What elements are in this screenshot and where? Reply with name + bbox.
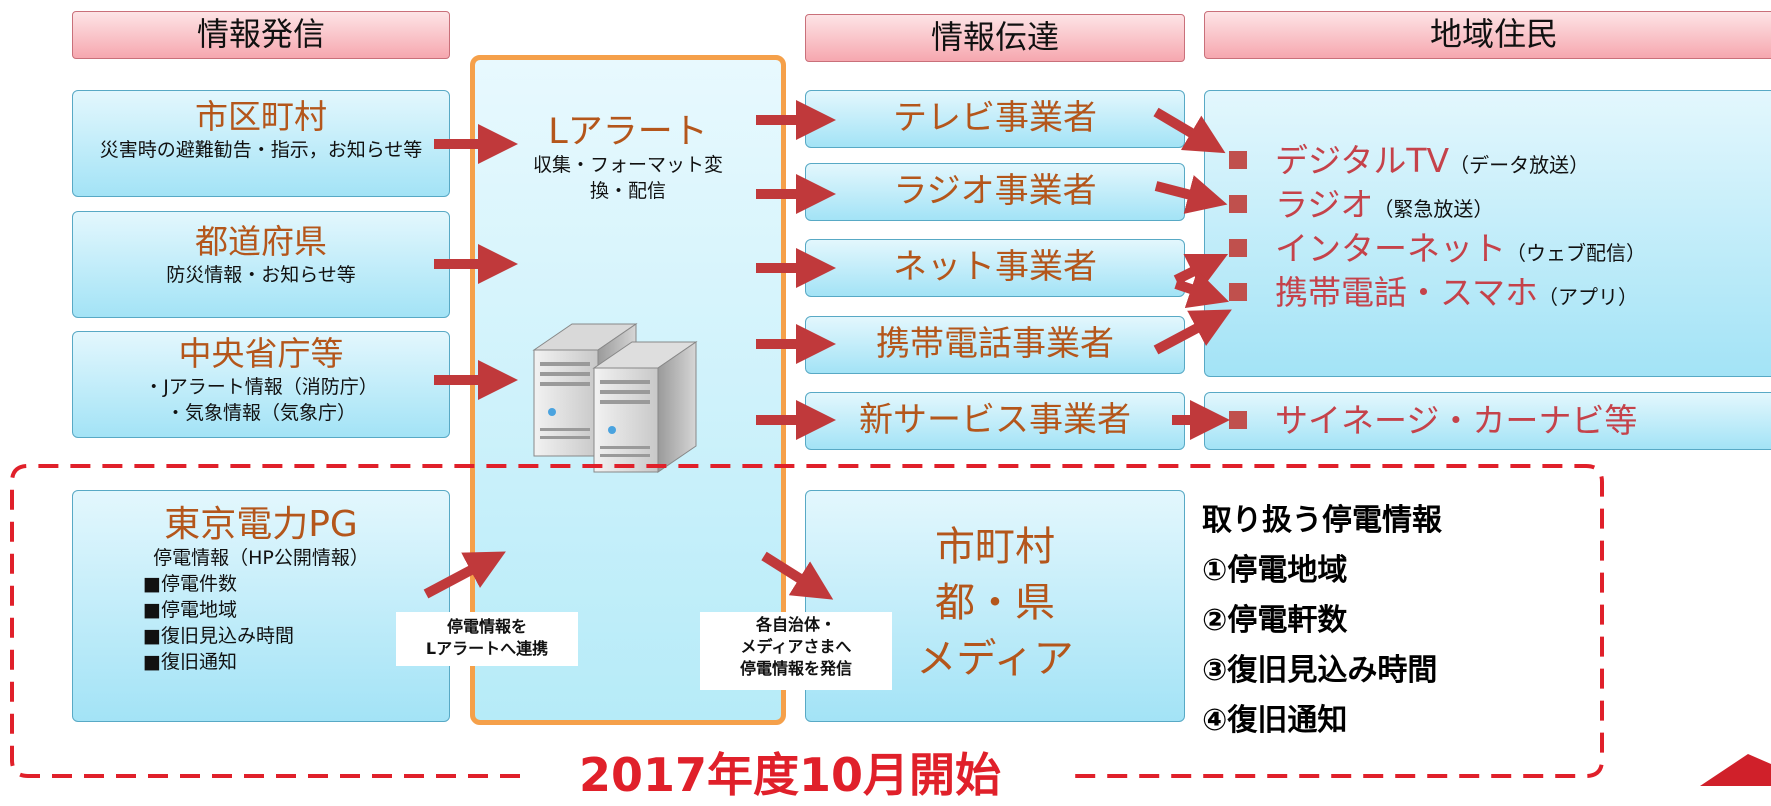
- tepco-item: ■停電地域: [143, 599, 237, 621]
- arrow-radio-to-residents: [1154, 175, 1228, 214]
- resident-item-radio: ラジオ（緊急放送）: [1229, 185, 1771, 229]
- transmitter-net-box: ネット事業者: [805, 239, 1185, 297]
- tepco-subtitle: 停電情報（HP公開情報）: [153, 547, 369, 569]
- municipal-line: 都・県: [935, 580, 1055, 626]
- signage-box: サイネージ・カーナビ等: [1204, 392, 1771, 450]
- flow-arrows-overlay: [10, 100, 1771, 786]
- source-prefecture-title: 都道府県: [195, 222, 327, 261]
- dashed-boundary: [10, 464, 1604, 778]
- note-to-lalert: 停電情報を Lアラートへ連携: [396, 612, 578, 666]
- outage-info-item: ④復旧通知: [1202, 703, 1348, 738]
- bullet-square-icon: [1229, 151, 1247, 169]
- source-municipality-box: 市区町村 災害時の避難勧告・指示，お知らせ等: [72, 90, 450, 197]
- source-ministries-sub: ・Jアラート情報（消防庁） ・気象情報（気象庁）: [144, 376, 378, 424]
- resident-item-internet: インターネット（ウェブ配信）: [1229, 229, 1771, 273]
- lalert-title: Lアラート: [548, 112, 708, 152]
- tepco-item: ■復旧通知: [143, 651, 237, 673]
- outage-info-item: ①停電地域: [1202, 553, 1348, 588]
- outage-info-item: ③復旧見込み時間: [1202, 653, 1438, 688]
- source-ministries-title: 中央省庁等: [178, 334, 344, 373]
- transmitter-mobile-box: 携帯電話事業者: [805, 316, 1185, 374]
- bullet-square-icon: [1229, 283, 1247, 301]
- resident-item-mobile: 携帯電話・スマホ（アプリ）: [1229, 273, 1771, 317]
- tepco-title: 東京電力PG: [164, 504, 358, 545]
- outage-info-title: 取り扱う停電情報: [1202, 503, 1442, 538]
- residents-box: デジタルTV（データ放送） ラジオ（緊急放送） インターネット（ウェブ配信） 携…: [1204, 90, 1771, 377]
- bullet-square-icon: [1229, 411, 1247, 429]
- tepco-pg-box: 東京電力PG 停電情報（HP公開情報） ■停電件数 ■停電地域 ■復旧見込み時間…: [72, 490, 450, 722]
- tepco-item-list: ■停電件数 ■停電地域 ■復旧見込み時間 ■復旧通知: [143, 571, 449, 675]
- server-icon: [532, 323, 698, 473]
- arrow-net-to-residents-a: [1173, 253, 1229, 290]
- source-municipality-title: 市区町村: [195, 97, 327, 136]
- outage-info-list: 取り扱う停電情報 ①停電地域 ②停電軒数 ③復旧見込み時間 ④復旧通知: [1202, 496, 1582, 746]
- source-ministries-box: 中央省庁等 ・Jアラート情報（消防庁） ・気象情報（気象庁）: [72, 331, 450, 438]
- lalert-subtitle: 収集・フォーマット変換・配信: [532, 154, 723, 202]
- header-information-transmission: 情報伝達: [805, 14, 1185, 62]
- outage-info-item: ②停電軒数: [1202, 603, 1348, 638]
- municipal-line: 市町村: [935, 524, 1055, 570]
- transmitter-tv-box: テレビ事業者: [805, 90, 1185, 148]
- tepco-item: ■復旧見込み時間: [143, 625, 294, 647]
- source-municipality-sub: 災害時の避難勧告・指示，お知らせ等: [99, 139, 423, 161]
- arrow-lalert-to-municipal: [761, 551, 834, 600]
- note-to-media: 各自治体・ メディアさまへ 停電情報を発信: [700, 612, 892, 690]
- bullet-square-icon: [1229, 239, 1247, 257]
- logo-fragment-shape: [1700, 754, 1771, 786]
- arrow-net-to-residents-b: [1174, 270, 1230, 309]
- arrow-mobile-to-residents: [1153, 309, 1232, 355]
- municipal-line: メディア: [916, 636, 1074, 682]
- header-local-residents: 地域住民: [1204, 11, 1771, 59]
- source-prefecture-sub: 防災情報・お知らせ等: [166, 264, 356, 286]
- tepco-item: ■停電件数: [143, 573, 237, 595]
- header-information-sending: 情報発信: [72, 11, 450, 59]
- arrow-tv-to-residents: [1153, 107, 1226, 154]
- source-prefecture-box: 都道府県 防災情報・お知らせ等: [72, 211, 450, 318]
- resident-item-digital-tv: デジタルTV（データ放送）: [1229, 141, 1771, 185]
- transmitter-radio-box: ラジオ事業者: [805, 163, 1185, 221]
- signage-item: サイネージ・カーナビ等: [1229, 401, 1771, 441]
- arrow-tepco-to-lalert: [423, 551, 506, 599]
- bullet-square-icon: [1229, 195, 1247, 213]
